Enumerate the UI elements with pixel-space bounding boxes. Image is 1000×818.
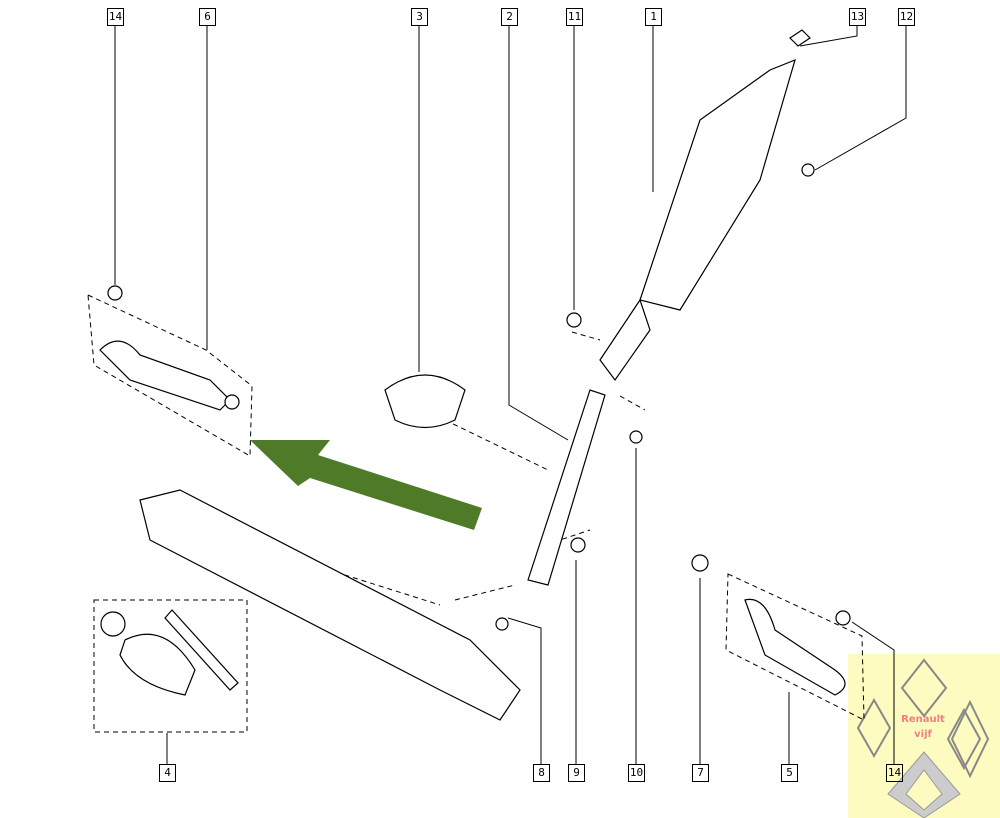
- callout-3: 3: [411, 8, 428, 26]
- renault-watermark: Renault vijf: [848, 654, 1000, 818]
- callout-4: 4: [159, 764, 176, 782]
- callout-2: 2: [501, 8, 518, 26]
- callout-11: 11: [566, 8, 583, 26]
- callout-12: 12: [898, 8, 915, 26]
- callout-1: 1: [645, 8, 662, 26]
- watermark-line2: vijf: [914, 729, 932, 740]
- direction-arrow: [250, 440, 482, 530]
- watermark-line1: Renault: [901, 714, 945, 725]
- callout-14-top: 14: [107, 8, 124, 26]
- callout-5: 5: [781, 764, 798, 782]
- parts: [99, 29, 851, 721]
- callout-9: 9: [568, 764, 585, 782]
- callout-7: 7: [692, 764, 709, 782]
- renault-logo-icons: [856, 658, 990, 818]
- callout-6: 6: [199, 8, 216, 26]
- callout-10: 10: [628, 764, 645, 782]
- callout-8: 8: [533, 764, 550, 782]
- leader-lines: [114, 26, 907, 765]
- callout-13: 13: [849, 8, 866, 26]
- callout-14-bottom: 14: [886, 764, 903, 782]
